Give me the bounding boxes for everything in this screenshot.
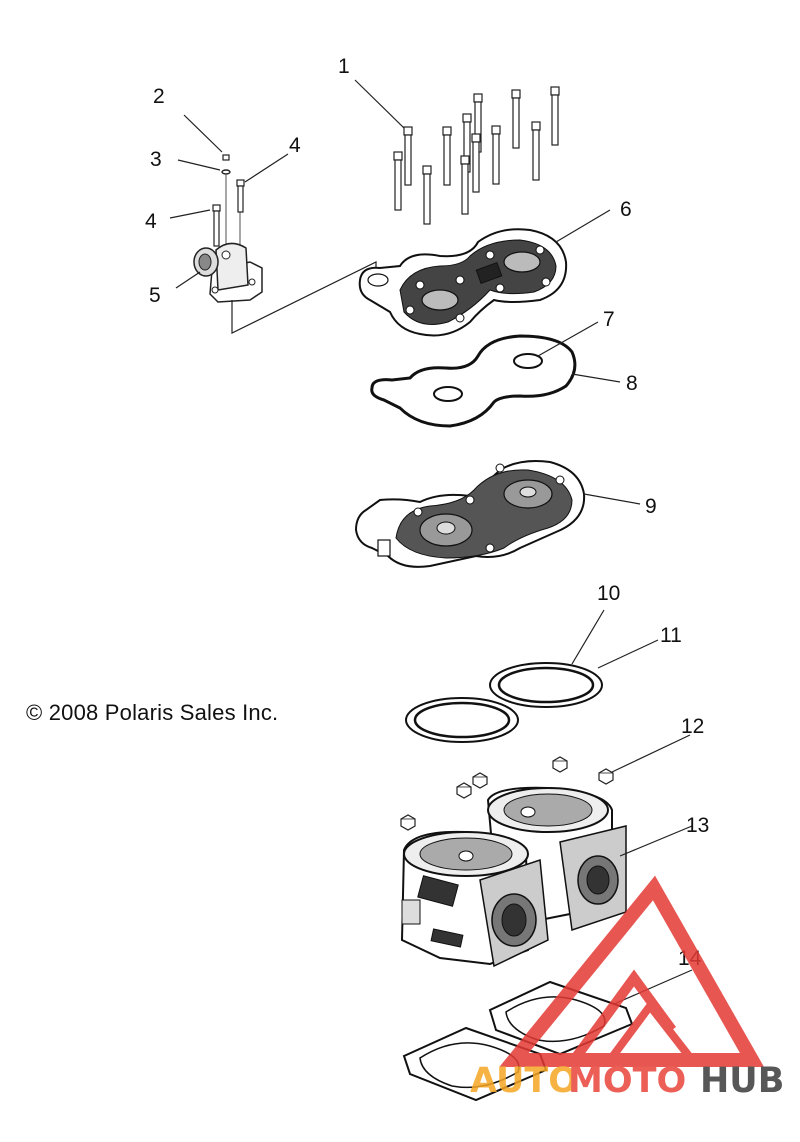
- head-gaskets: [405, 662, 603, 743]
- callout-13: 13: [686, 814, 709, 837]
- head-cover: [358, 228, 568, 337]
- small-o-ring: [433, 386, 463, 402]
- watermark-logo-icon: [499, 875, 765, 1067]
- callout-4: 4: [289, 134, 301, 157]
- callout-12: 12: [681, 715, 704, 738]
- head-bolt: [471, 133, 481, 193]
- callout-8: 8: [626, 372, 638, 395]
- callout-4: 4: [145, 210, 157, 233]
- copyright-notice: © 2008 Polaris Sales Inc.: [26, 700, 279, 725]
- callout-1: 1: [338, 55, 350, 78]
- bleed-screw: [221, 154, 231, 245]
- cylinder-head: [354, 460, 586, 568]
- cover-o-ring: [370, 334, 577, 428]
- small-o-ring: [513, 353, 543, 369]
- head-bolt: [491, 125, 501, 185]
- callout-5: 5: [149, 284, 161, 307]
- head-bolt: [403, 126, 413, 186]
- callout-6: 6: [620, 198, 632, 221]
- cylinder-block: [400, 786, 627, 968]
- callout-2: 2: [153, 85, 165, 108]
- thermostat-housing: [193, 242, 263, 303]
- housing-bolts: [212, 179, 245, 250]
- watermark-auto: AUTO: [470, 1061, 578, 1101]
- head-bolt: [511, 89, 521, 149]
- head-bolt: [393, 151, 403, 211]
- callout-7: 7: [603, 308, 615, 331]
- head-bolt: [460, 155, 470, 215]
- head-bolt: [422, 165, 432, 225]
- leader-lines: [169, 79, 693, 1005]
- watermark-hub: HUB: [700, 1061, 784, 1101]
- watermark-moto: MOTO: [568, 1061, 686, 1101]
- callout-10: 10: [597, 582, 620, 605]
- head-bolt: [531, 121, 541, 181]
- head-bolt: [550, 86, 560, 146]
- callout-11: 11: [660, 624, 682, 647]
- head-bolt: [442, 126, 452, 186]
- watermark: AUTO MOTO HUB: [470, 875, 784, 1101]
- base-gaskets: [402, 980, 634, 1102]
- head-bolt-set: [393, 86, 560, 225]
- callout-3: 3: [150, 148, 162, 171]
- callout-9: 9: [645, 495, 657, 518]
